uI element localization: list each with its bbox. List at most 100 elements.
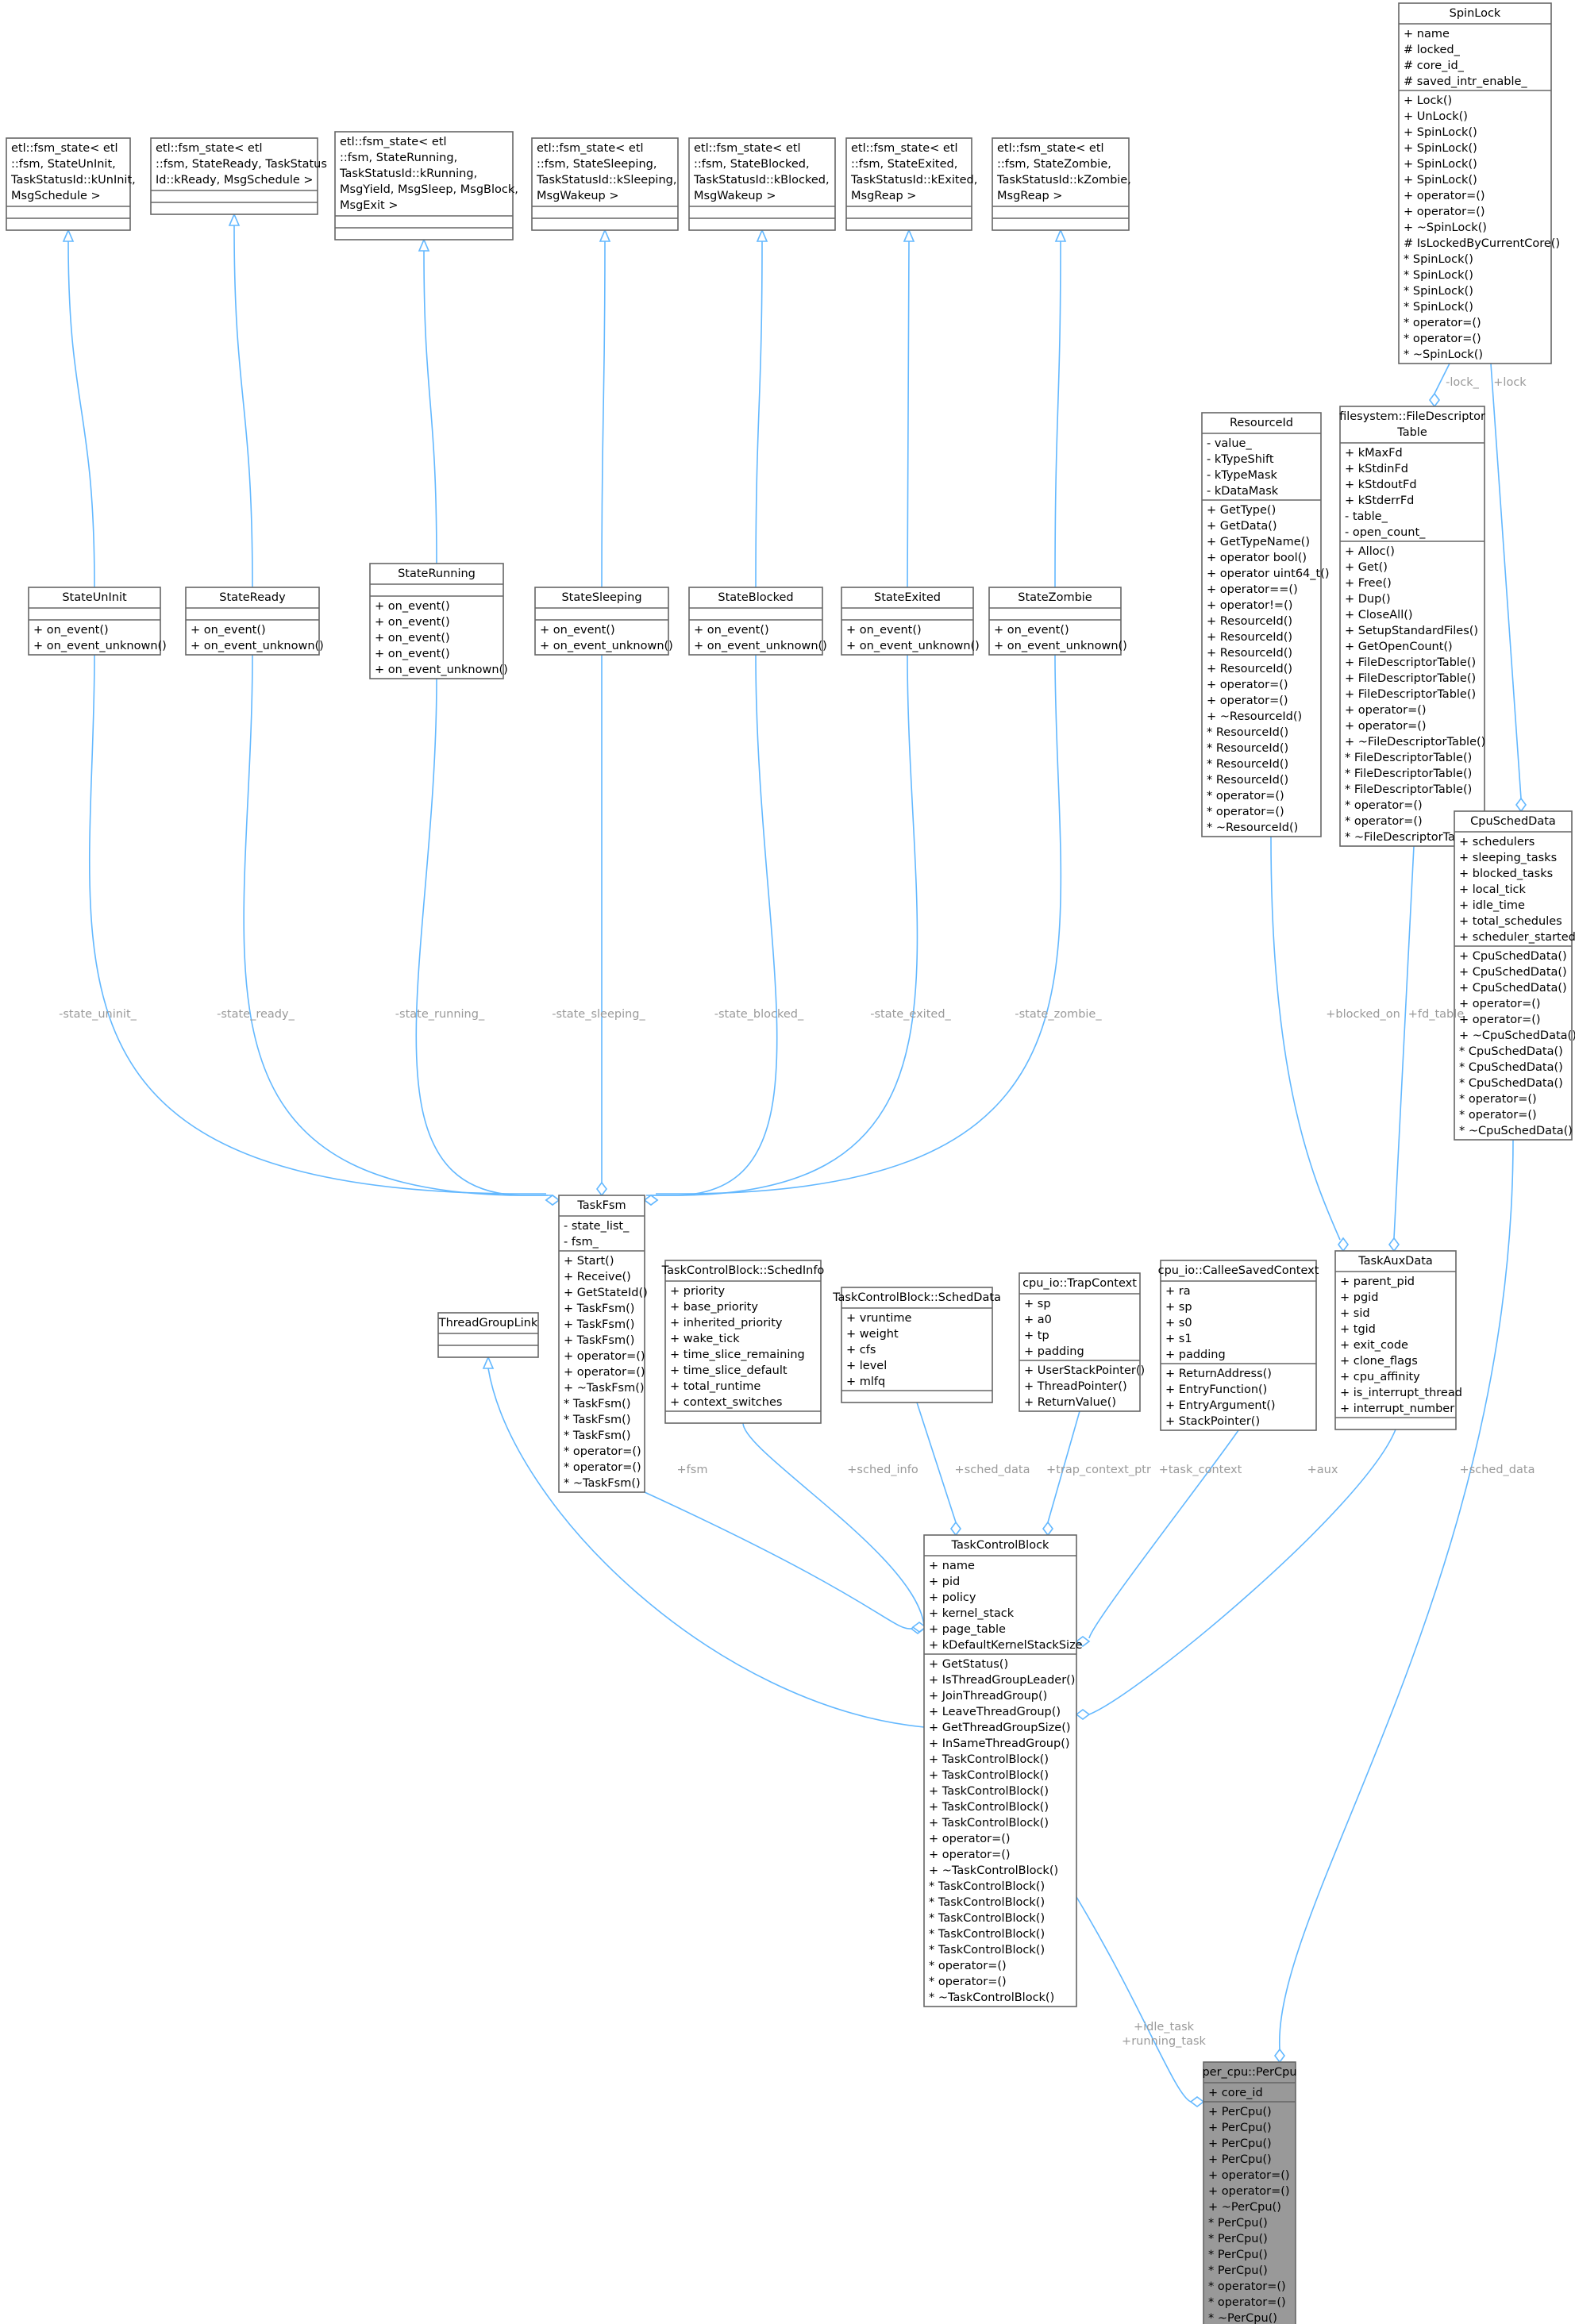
class-method: + on_event_unknown()	[191, 640, 324, 652]
class-method: + on_event()	[375, 616, 450, 629]
class-attribute: + priority	[670, 1285, 725, 1298]
class-method: + EntryArgument()	[1165, 1399, 1276, 1412]
class-method: + GetType()	[1207, 504, 1276, 517]
class-method: + ~CpuSchedData()	[1459, 1029, 1575, 1042]
class-title: MsgReap >	[997, 190, 1062, 202]
class-box-taskaux[interactable]: TaskAuxData+ parent_pid+ pgid+ sid+ tgid…	[1334, 1250, 1462, 1430]
class-method: + Dup()	[1345, 593, 1391, 606]
composition-diamond	[1274, 2048, 1285, 2064]
class-method: * ~PerCpu()	[1208, 2312, 1277, 2324]
class-box-fsm-uninit[interactable]: etl::fsm_state< etl::fsm, StateUnInit,Ta…	[6, 137, 136, 231]
edge-state_blocked	[643, 654, 778, 1206]
composition-diamond	[545, 1195, 560, 1206]
inheritance-arrowhead	[903, 228, 915, 242]
class-box-frame	[1334, 1250, 1457, 1430]
class-method: + operator=()	[1404, 206, 1485, 218]
class-title: etl::fsm_state< etl	[11, 142, 118, 155]
class-method: * SpinLock()	[1404, 301, 1473, 314]
inherit-st-zombie	[1054, 228, 1067, 588]
class-title: TaskStatusId::kExited,	[850, 174, 977, 187]
class-box-st-ready[interactable]: StateReady+ on_event()+ on_event_unknown…	[185, 587, 324, 656]
class-box-frame	[369, 563, 504, 679]
class-method: + TaskFsm()	[564, 1302, 634, 1315]
class-box-st-blocked[interactable]: StateBlocked+ on_event()+ on_event_unkno…	[688, 587, 827, 656]
class-box-fdtable[interactable]: filesystem::FileDescriptorTable+ kMaxFd+…	[1339, 406, 1485, 847]
class-title: cpu_io::TrapContext	[1022, 1277, 1137, 1290]
class-title: TaskControlBlock::SchedData	[832, 1291, 1001, 1304]
inherit-st-sleeping	[599, 228, 611, 588]
edge-label: +lock	[1493, 376, 1527, 389]
class-box-frame	[185, 587, 320, 656]
class-attribute: - open_count_	[1345, 526, 1426, 539]
class-box-percpu[interactable]: per_cpu::PerCpu+ core_id+ PerCpu()+ PerC…	[1202, 2061, 1297, 2324]
class-box-fsm-blocked[interactable]: etl::fsm_state< etl::fsm, StateBlocked,T…	[688, 137, 836, 231]
class-box-spinlock[interactable]: SpinLock+ name# locked_# core_id_# saved…	[1398, 2, 1560, 364]
class-method: * ResourceId()	[1207, 742, 1288, 755]
class-method: + Start()	[564, 1255, 614, 1268]
class-title: MsgYield, MsgSleep, MsgBlock,	[340, 183, 518, 196]
class-box-scheddata[interactable]: TaskControlBlock::SchedData+ vruntime+ w…	[832, 1287, 1001, 1403]
class-method: + PerCpu()	[1208, 2106, 1272, 2118]
class-method: * PerCpu()	[1208, 2264, 1268, 2277]
class-box-fsm-running[interactable]: etl::fsm_state< etl::fsm, StateRunning,T…	[334, 131, 518, 240]
edge-sched-info	[742, 1422, 927, 1633]
class-attribute: + idle_time	[1459, 899, 1525, 912]
class-box-st-exited[interactable]: StateExited+ on_event()+ on_event_unknow…	[841, 587, 980, 656]
class-method: * PerCpu()	[1208, 2249, 1268, 2261]
inheritance-arrowhead	[756, 228, 768, 242]
edge-label: -state_sleeping_	[552, 1008, 645, 1021]
class-box-frame	[664, 1260, 822, 1424]
class-method: * TaskFsm()	[564, 1414, 631, 1426]
class-box-frame	[923, 1534, 1077, 2007]
class-method: + on_event()	[375, 600, 450, 613]
class-title: ::fsm, StateBlocked,	[694, 158, 810, 171]
class-method: * CpuSchedData()	[1459, 1045, 1563, 1058]
class-method: + TaskFsm()	[564, 1318, 634, 1331]
class-box-fsm-sleeping[interactable]: etl::fsm_state< etl::fsm, StateSleeping,…	[531, 137, 679, 231]
class-box-st-running[interactable]: StateRunning+ on_event()+ on_event()+ on…	[369, 563, 508, 679]
composition-diamond	[1075, 1636, 1091, 1647]
edge-line	[233, 225, 253, 588]
inherit-st-blocked	[755, 228, 768, 588]
class-box-frame	[688, 137, 836, 231]
class-box-st-sleeping[interactable]: StateSleeping+ on_event()+ on_event_unkn…	[534, 587, 673, 656]
class-box-fsm-zombie[interactable]: etl::fsm_state< etl::fsm, StateZombie,Ta…	[992, 137, 1131, 231]
composition-diamond	[911, 1622, 927, 1633]
class-box-fsm-ready[interactable]: etl::fsm_state< etl::fsm, StateReady, Ta…	[150, 137, 327, 215]
class-box-schedinfo[interactable]: TaskControlBlock::SchedInfo+ priority+ b…	[661, 1260, 825, 1424]
class-box-st-uninit[interactable]: StateUnInit+ on_event()+ on_event_unknow…	[28, 587, 167, 656]
class-attribute: - fsm_	[564, 1236, 599, 1249]
class-method: + ~SpinLock()	[1404, 221, 1487, 234]
class-attribute: + parent_pid	[1340, 1276, 1415, 1288]
class-box-frame	[841, 587, 974, 656]
class-method: + JoinThreadGroup()	[929, 1690, 1047, 1703]
class-title: SpinLock	[1450, 7, 1501, 20]
edge-label: -state_zombie_	[1015, 1008, 1102, 1021]
class-box-st-zombie[interactable]: StateZombie+ on_event()+ on_event_unknow…	[988, 587, 1127, 656]
class-method: + PerCpu()	[1208, 2122, 1272, 2134]
class-title: TaskStatusId::kSleeping,	[536, 174, 676, 187]
class-method: + on_event()	[694, 624, 769, 637]
class-attribute: + kDefaultKernelStackSize	[929, 1639, 1083, 1652]
class-method: + PerCpu()	[1208, 2153, 1272, 2166]
class-box-calleectx[interactable]: cpu_io::CalleeSavedContext+ ra+ sp+ s0+ …	[1158, 1260, 1319, 1431]
class-box-fsm-exited[interactable]: etl::fsm_state< etl::fsm, StateExited,Ta…	[845, 137, 977, 231]
class-title: ThreadGroupLink	[438, 1317, 538, 1329]
class-attribute: + mlfq	[846, 1376, 885, 1388]
class-box-resourceid[interactable]: ResourceId- value_- kTypeShift- kTypeMas…	[1201, 412, 1330, 837]
class-box-threadgroup[interactable]: ThreadGroupLink	[437, 1312, 539, 1358]
class-box-trapctx[interactable]: cpu_io::TrapContext+ sp+ a0+ tp+ padding…	[1019, 1272, 1145, 1412]
class-title: Table	[1396, 426, 1427, 439]
class-attribute: + core_id	[1208, 2087, 1263, 2099]
class-box-tcb[interactable]: TaskControlBlock+ name+ pid+ policy+ ker…	[923, 1534, 1083, 2007]
class-box-cpusched[interactable]: CpuSchedData+ schedulers+ sleeping_tasks…	[1454, 810, 1575, 1141]
class-title: MsgReap >	[851, 190, 916, 202]
composition-diamond	[1075, 1709, 1091, 1720]
class-attribute: # locked_	[1404, 44, 1461, 56]
class-title: MsgWakeup >	[537, 190, 619, 202]
class-method: + ~TaskControlBlock()	[929, 1864, 1058, 1877]
class-title: etl::fsm_state< etl	[156, 142, 263, 155]
class-method: + SpinLock()	[1404, 158, 1477, 171]
class-box-taskfsm[interactable]: TaskFsm- state_list_- fsm_+ Start()+ Rec…	[558, 1195, 648, 1493]
class-box-frame	[1160, 1260, 1317, 1431]
